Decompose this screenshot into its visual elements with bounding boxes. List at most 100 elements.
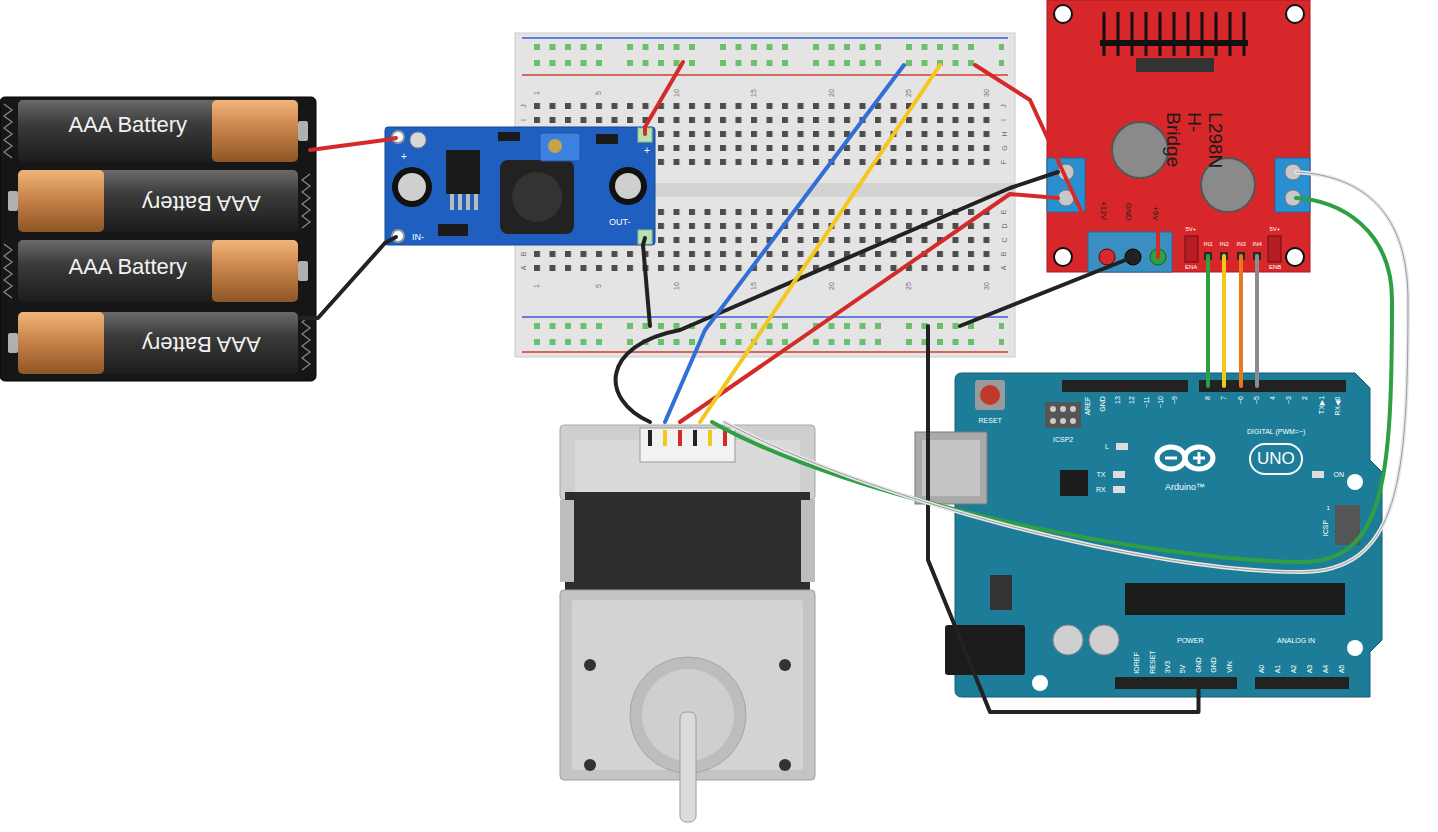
- board-label: Arduino™: [1165, 482, 1205, 492]
- arduino-uno-board: [1060, 418, 1066, 424]
- jumper-wire: [1206, 272, 1210, 373]
- l298n-board: [1215, 12, 1218, 56]
- grid-label: 30: [982, 89, 990, 97]
- pin-label: +: [401, 151, 407, 163]
- pin-label: +: [644, 145, 650, 157]
- l298n-board: [1103, 12, 1106, 56]
- grid-label: 15: [750, 89, 758, 97]
- grid-label: 20: [827, 282, 835, 290]
- battery-holder: [18, 170, 104, 232]
- motor-wire: [712, 198, 1392, 562]
- board-label: 4: [1269, 396, 1277, 400]
- board-label: ANALOG IN: [1277, 637, 1315, 645]
- wire-stub: [1206, 373, 1210, 386]
- buck-converter-board: [466, 194, 470, 210]
- motor-wire: [724, 172, 1408, 572]
- l298n-board: [1054, 248, 1072, 266]
- battery-holder: [18, 100, 228, 162]
- grid-label: D: [1000, 223, 1008, 228]
- grid-label: 25: [905, 89, 913, 97]
- board-label: ~6: [1237, 396, 1245, 404]
- board-label: IN1: [1204, 241, 1213, 248]
- wire-outline: [724, 172, 1408, 572]
- board-label: A3: [1306, 664, 1314, 673]
- arduino-uno-board: [1032, 675, 1048, 691]
- l298n-board: [1187, 12, 1190, 56]
- board-label: TX: [1097, 471, 1106, 479]
- l298n-board: [1112, 122, 1168, 178]
- wire-stub: [1197, 684, 1201, 697]
- board-label: A0: [1258, 664, 1266, 673]
- board-label: ICSP2: [1053, 436, 1073, 444]
- board-label: DIGITAL (PWM=~): [1247, 428, 1305, 436]
- board-label: GND: [1194, 657, 1202, 673]
- arduino-uno-board: [1165, 457, 1177, 460]
- jumper-wire: [928, 326, 1199, 712]
- board-label: 1: [1327, 505, 1330, 512]
- arduino-uno-board: [1312, 471, 1324, 478]
- motor-wire: [700, 65, 940, 422]
- board-label: ENA: [1185, 264, 1197, 271]
- arduino-uno-board: [1053, 625, 1083, 655]
- battery-cell: AAA Battery: [8, 170, 300, 232]
- jumper-wire: [300, 243, 385, 318]
- grid-label: F: [1000, 160, 1008, 164]
- stepper-motor: [565, 492, 810, 590]
- stepper-motor: [801, 500, 815, 582]
- grid-label: C: [1000, 237, 1008, 242]
- l298n-board: [1047, 0, 1310, 272]
- wire-stub: [1255, 256, 1259, 272]
- l298n-board: [1054, 5, 1072, 23]
- board-label: AREF: [1084, 396, 1092, 415]
- battery-holder: [212, 240, 298, 302]
- l298n-board: [1286, 5, 1304, 23]
- board-label: ICSP: [1322, 520, 1330, 536]
- grid-label: 10: [672, 282, 680, 290]
- arduino-uno-board: [1347, 640, 1363, 656]
- l298n-board: [1173, 12, 1176, 56]
- stepper-motor: [640, 428, 735, 462]
- l298n-board: [1136, 58, 1214, 72]
- pin-label: IN-: [412, 232, 424, 242]
- l298n-board: [1104, 12, 1244, 56]
- battery-label: AAA Battery: [69, 254, 188, 279]
- stepper-motor: [663, 430, 667, 446]
- arduino-uno-board: [1185, 447, 1213, 469]
- board-label: IN4: [1253, 241, 1262, 248]
- buck-converter-board: [438, 224, 468, 236]
- arduino-uno-board: [975, 380, 1005, 410]
- board-label: RX: [1096, 486, 1106, 494]
- arduino-uno-board: [915, 432, 987, 504]
- breadboard-body: [522, 316, 1008, 318]
- stepper-motor: [648, 430, 652, 446]
- breadboard-body: [522, 351, 1008, 353]
- battery-holder: [8, 191, 18, 211]
- board-label: ~3: [1285, 396, 1293, 404]
- buck-converter-board: [596, 134, 618, 144]
- board-label: VIN: [1225, 661, 1233, 673]
- grid-label: B: [520, 252, 528, 257]
- l298n-board: [1047, 0, 1310, 272]
- arduino-uno-board: [1070, 406, 1076, 412]
- wire-stub: [1255, 373, 1259, 386]
- board-label: ON: [1334, 471, 1345, 479]
- breadboard-body: [534, 44, 1004, 66]
- buck-converter-board: [512, 172, 562, 222]
- board-label: A2: [1290, 664, 1298, 673]
- l298n-board: [1117, 12, 1120, 56]
- motor-wire: [680, 194, 1058, 422]
- arduino-uno-board: [1050, 418, 1056, 424]
- stepper-motor: [723, 430, 727, 446]
- l298n-board: [1229, 12, 1232, 56]
- grid-label: 30: [982, 282, 990, 290]
- battery-holder: [18, 240, 228, 302]
- arduino-uno-board: [980, 385, 1000, 405]
- battery-holder: [298, 261, 308, 281]
- buck-converter: +IN-+OUT-: [385, 127, 655, 245]
- board-label: GND: [1124, 202, 1133, 220]
- arduino-uno-board: [1062, 380, 1188, 392]
- board-label: +12V: [1098, 201, 1107, 220]
- motor-wire: [665, 65, 904, 422]
- buck-converter-board: [450, 194, 454, 210]
